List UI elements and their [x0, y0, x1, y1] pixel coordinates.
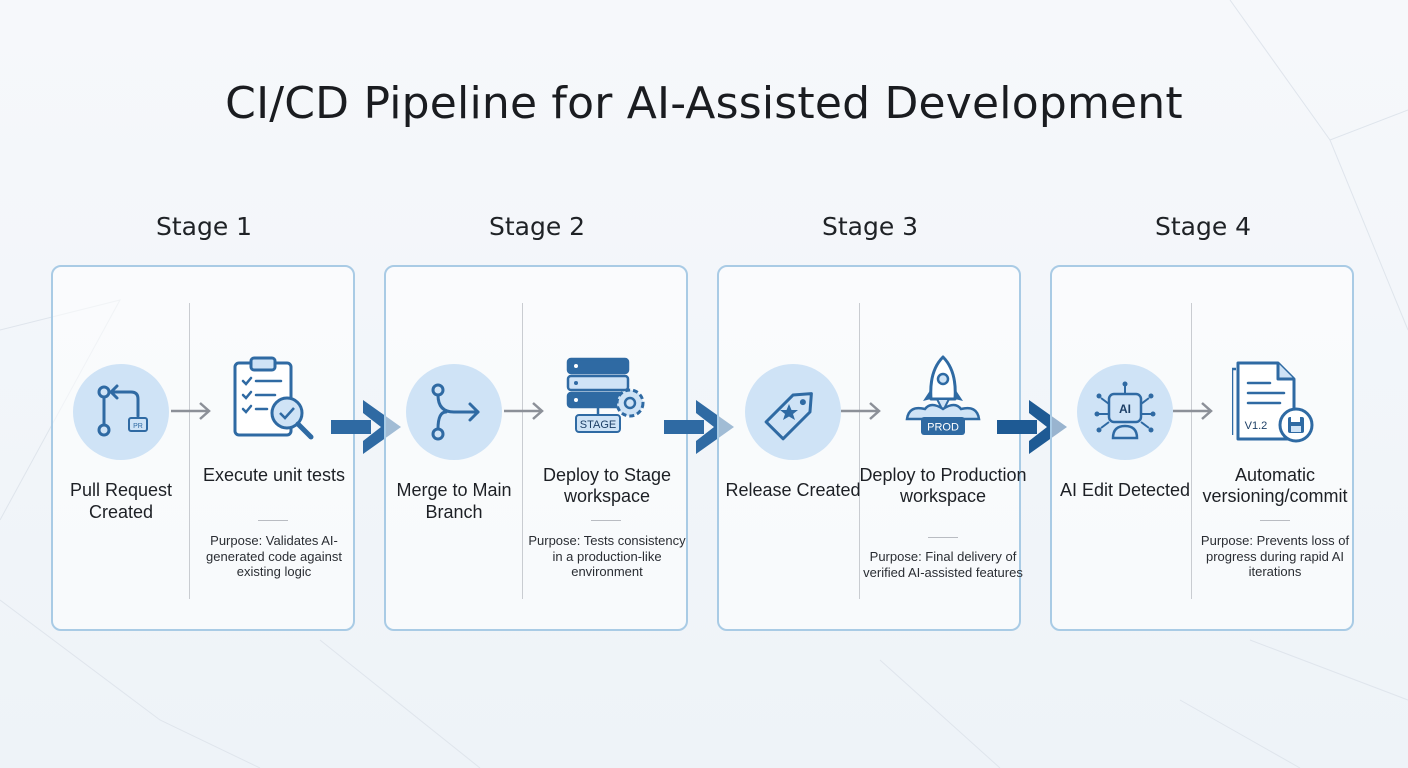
- stage-3-trigger: Release Created: [725, 480, 861, 500]
- ai-robot-icon: AI: [1077, 364, 1173, 460]
- arrow-right-icon: [504, 402, 544, 420]
- stage-3-label: Stage 3: [821, 212, 919, 241]
- merge-icon: [406, 364, 502, 460]
- stage-4-action: Automatic versioning/commit: [1202, 465, 1348, 506]
- stage-2-purpose: Purpose: Tests consistency in a producti…: [528, 533, 686, 579]
- stage-divider: [859, 303, 860, 599]
- pull-request-icon: PR: [73, 364, 169, 460]
- server-gear-icon: STAGE: [566, 357, 645, 433]
- clipboard-check-icon: [233, 356, 314, 440]
- stage-divider: [522, 303, 523, 599]
- stage-divider: [1191, 303, 1192, 599]
- stage-4-purpose: Purpose: Prevents loss of progress durin…: [1200, 533, 1350, 579]
- purpose-rule: [591, 520, 621, 521]
- stage-1-trigger: Pull Request Created: [69, 480, 173, 522]
- stage-4-card: AI AI Edit Detected V1.2 Automatic versi…: [1050, 265, 1354, 631]
- stage-3-action: Deploy to Production workspace: [859, 465, 1027, 506]
- stage-badge: STAGE: [580, 419, 616, 431]
- version-badge: V1.2: [1245, 420, 1268, 432]
- purpose-rule: [1260, 520, 1290, 521]
- ai-badge: AI: [1119, 402, 1131, 416]
- stage-3-purpose: Purpose: Final delivery of verified AI-a…: [863, 549, 1023, 580]
- stage-2-card: Merge to Main Branch STAGE Deploy to Sta…: [384, 265, 688, 631]
- stage-divider: [189, 303, 190, 599]
- diagram-title: CI/CD Pipeline for AI-Assisted Developme…: [225, 78, 1183, 129]
- svg-text:PR: PR: [133, 423, 143, 430]
- document-save-icon: V1.2: [1232, 361, 1314, 443]
- release-tag-icon: [745, 364, 841, 460]
- big-arrow-right-icon: [664, 400, 734, 454]
- big-arrow-right-icon: [331, 400, 401, 454]
- stage-2-action: Deploy to Stage workspace: [542, 465, 672, 506]
- arrow-right-icon: [1173, 402, 1213, 420]
- stage-1-action: Execute unit tests: [202, 465, 346, 485]
- purpose-rule: [928, 537, 958, 538]
- stage-2-label: Stage 2: [488, 212, 586, 241]
- arrow-right-icon: [841, 402, 881, 420]
- stage-3-card: Release Created PROD Deploy to Productio…: [717, 265, 1027, 631]
- stage-1-purpose: Purpose: Validates AI-generated code aga…: [206, 533, 342, 579]
- stage-4-label: Stage 4: [1154, 212, 1252, 241]
- stage-1-card: PR Pull Request Created Execute unit tes…: [51, 265, 355, 631]
- stage-4-trigger: AI Edit Detected: [1059, 480, 1191, 500]
- purpose-rule: [258, 520, 288, 521]
- prod-badge: PROD: [927, 422, 959, 434]
- stage-2-trigger: Merge to Main Branch: [396, 480, 512, 522]
- stage-1-label: Stage 1: [155, 212, 253, 241]
- arrow-right-icon: [171, 402, 211, 420]
- big-arrow-right-icon: [997, 400, 1067, 454]
- rocket-icon: PROD: [905, 355, 981, 435]
